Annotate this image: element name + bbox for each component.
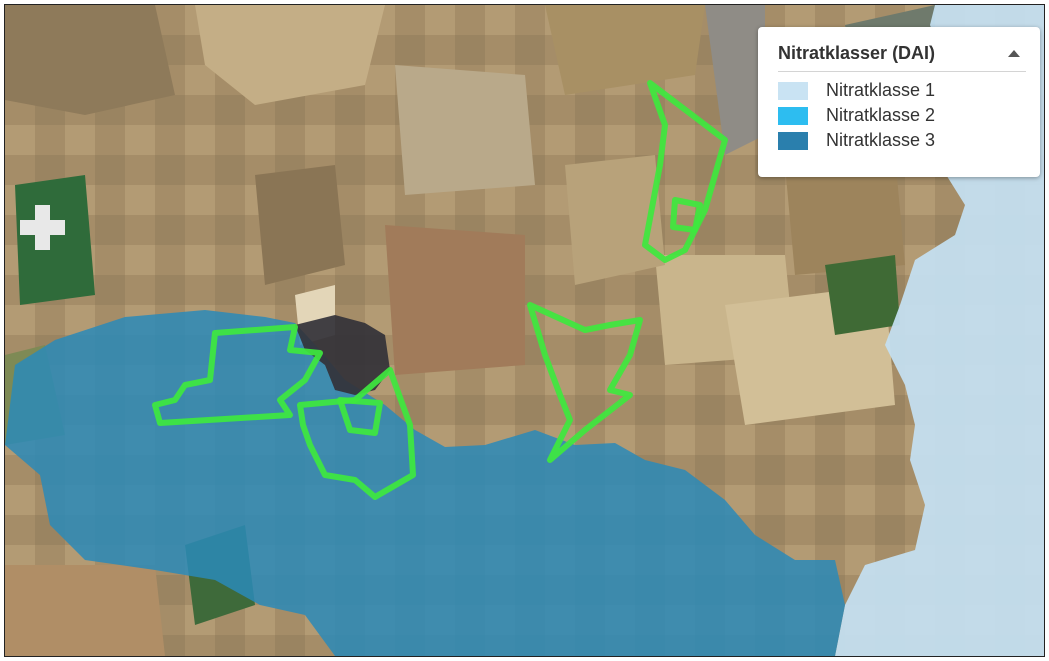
legend-title: Nitratklasser (DAI) bbox=[778, 42, 936, 63]
legend-list: Nitratklasse 1 Nitratklasse 2 Nitratklas… bbox=[778, 78, 1026, 153]
nitratklasse-3-area[interactable] bbox=[5, 310, 845, 656]
chevron-up-icon[interactable] bbox=[1008, 49, 1020, 57]
legend-item-label: Nitratklasse 3 bbox=[826, 130, 936, 150]
legend-item-nitratklasse-3: Nitratklasse 3 bbox=[778, 128, 1026, 153]
legend-swatch-2 bbox=[778, 106, 808, 125]
legend-item-nitratklasse-1: Nitratklasse 1 bbox=[778, 78, 1026, 103]
legend-header[interactable]: Nitratklasser (DAI) bbox=[778, 35, 1026, 72]
legend-item-label: Nitratklasse 1 bbox=[826, 80, 936, 100]
dark-area bbox=[295, 315, 390, 395]
legend-item-nitratklasse-2: Nitratklasse 2 bbox=[778, 103, 1026, 128]
parcel-north-east bbox=[642, 80, 728, 263]
map-frame: Nitratklasser (DAI) Nitratklasse 1 Nitra… bbox=[4, 4, 1045, 657]
parcel-outlines[interactable] bbox=[152, 80, 728, 500]
parcel-south-middle bbox=[337, 397, 383, 436]
legend-swatch-1 bbox=[778, 81, 808, 100]
legend-swatch-3 bbox=[778, 131, 808, 150]
parcel-middle-east bbox=[527, 302, 643, 463]
parcel-north-east-inner bbox=[670, 197, 703, 233]
parcel-west bbox=[152, 324, 323, 426]
legend-panel: Nitratklasser (DAI) Nitratklasse 1 Nitra… bbox=[758, 27, 1040, 177]
parcel-south-west bbox=[297, 367, 416, 500]
legend-item-label: Nitratklasse 2 bbox=[826, 105, 936, 125]
